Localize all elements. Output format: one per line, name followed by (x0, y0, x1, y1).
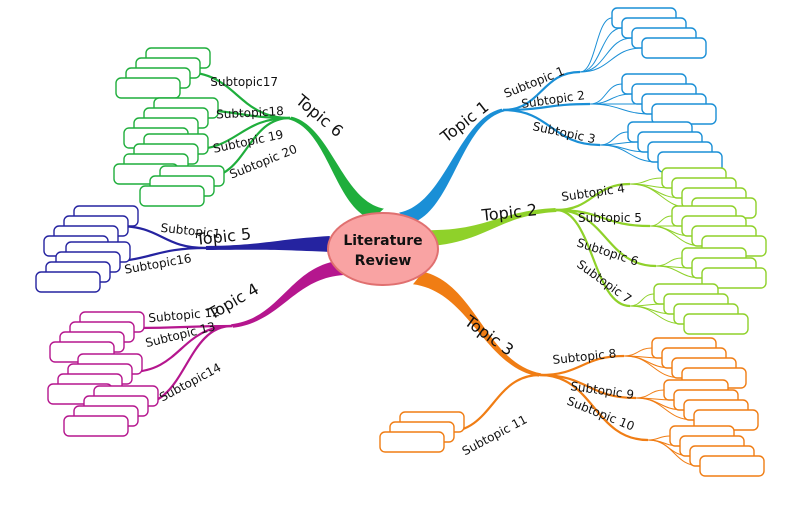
subtopic-connector (539, 373, 649, 442)
subtopic-label[interactable]: Subtopic 3 (531, 119, 596, 146)
leaf-connector (635, 389, 665, 399)
subtopic-connector (502, 108, 601, 147)
leaf-connector (655, 257, 683, 267)
subtopic-connector (129, 324, 233, 374)
subtopic-label[interactable]: Subtopic1 (160, 221, 221, 241)
central-topic-label-line1: Literature (343, 233, 422, 249)
subtopic-label[interactable]: Subtopic 5 (578, 211, 642, 225)
leaf-node[interactable] (641, 37, 707, 59)
central-topic-label-line2: Review (355, 253, 412, 269)
leaf-connector (623, 347, 653, 357)
leaf-node[interactable] (651, 103, 717, 125)
subtopic-connector (555, 208, 657, 268)
topic-6-label[interactable]: Topic 6 (291, 90, 347, 141)
topic-2-branch (430, 208, 557, 246)
topic-3-label[interactable]: Topic 3 (460, 311, 517, 360)
leaf-box-layer (35, 7, 767, 477)
topic-5-branch (205, 236, 331, 252)
topic-2-label[interactable]: Topic 2 (480, 200, 538, 225)
leaf-connector (647, 435, 671, 441)
subtopic-label[interactable]: Subtopic18 (216, 104, 284, 122)
leaf-connector (579, 17, 613, 73)
topic-1-branch (399, 108, 505, 224)
subtopic-label[interactable]: Subtopic14 (157, 360, 223, 404)
leaf-node[interactable] (701, 267, 767, 289)
topic-3-branch (413, 271, 542, 377)
subtopic-label[interactable]: Subtopic 11 (460, 412, 530, 458)
branch-layer (97, 17, 703, 467)
subtopic-connector (539, 354, 625, 377)
central-topic[interactable]: Literature Review (327, 212, 439, 286)
subtopic-label[interactable]: Subtopic16 (123, 251, 192, 277)
leaf-node[interactable] (683, 313, 749, 335)
topic-6-branch (288, 116, 384, 220)
leaf-connector (579, 47, 643, 73)
leaf-connector (579, 27, 623, 73)
leaf-node[interactable] (139, 185, 205, 207)
subtopic-label[interactable]: Subtopic17 (210, 75, 278, 89)
subtopic-label[interactable]: Subtopic 8 (552, 346, 617, 367)
leaf-node[interactable] (63, 415, 129, 437)
leaf-node[interactable] (699, 455, 765, 477)
subtopic-label[interactable]: Subtopic 4 (560, 181, 625, 204)
subtopic-label[interactable]: Subtopic 2 (520, 88, 585, 111)
leaf-node[interactable] (379, 431, 445, 453)
central-topic-bubble[interactable] (327, 212, 439, 286)
leaf-node[interactable] (115, 77, 181, 99)
leaf-connector (629, 177, 663, 185)
subtopic-label[interactable]: Subtopic 12 (148, 305, 220, 325)
subtopic-connector (555, 208, 631, 308)
leaf-connector (649, 215, 673, 227)
topic-4-branch (231, 260, 344, 328)
leaf-node[interactable] (35, 271, 101, 293)
